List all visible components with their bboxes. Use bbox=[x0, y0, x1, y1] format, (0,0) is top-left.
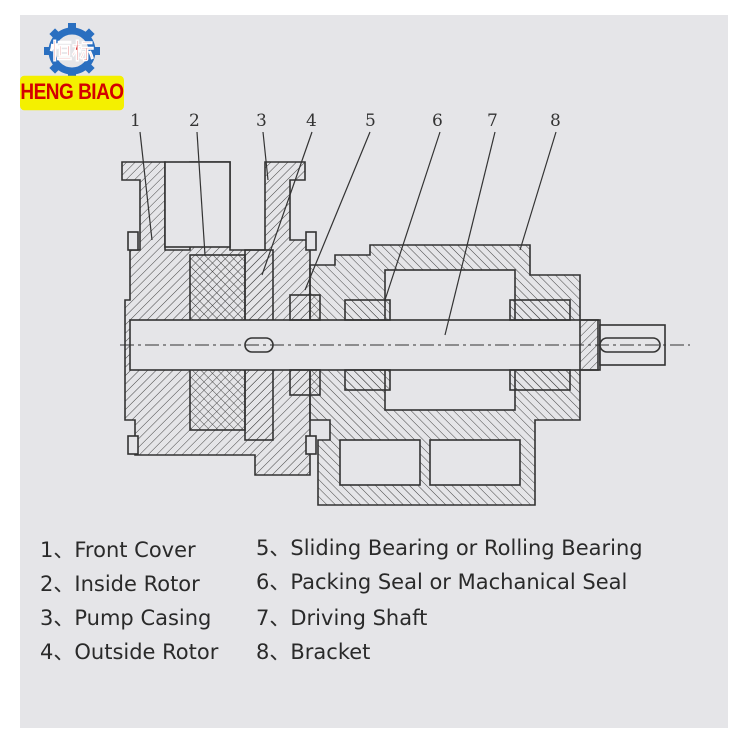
pump-cross-section-diagram: 1 2 3 4 5 6 7 8 bbox=[120, 111, 690, 506]
callout-1: 1 bbox=[130, 111, 141, 131]
callout-8: 8 bbox=[550, 111, 561, 131]
callout-2: 2 bbox=[189, 111, 200, 131]
legend-item-6: 6、Packing Seal or Machanical Seal bbox=[256, 570, 628, 594]
callout-5: 5 bbox=[365, 111, 376, 131]
legend-item-2: 2、Inside Rotor bbox=[40, 572, 200, 596]
brand-name: HENG BIAO bbox=[20, 75, 124, 111]
legend-item-7: 7、Driving Shaft bbox=[256, 606, 428, 630]
legend-item-4: 4、Outside Rotor bbox=[40, 640, 219, 664]
logo-chinese-text: 恒标 bbox=[50, 39, 94, 65]
bearing bbox=[289, 294, 321, 321]
gear-icon: 恒标 bbox=[44, 23, 100, 79]
callout-3: 3 bbox=[256, 111, 267, 131]
callout-labels: 1 2 3 4 5 6 7 8 bbox=[130, 111, 561, 131]
legend-item-1: 1、Front Cover bbox=[40, 538, 196, 562]
legend-item-8: 8、Bracket bbox=[256, 640, 371, 664]
legend-item-5: 5、Sliding Bearing or Rolling Bearing bbox=[256, 536, 643, 560]
packing-seal bbox=[344, 299, 391, 321]
legend-item-3: 3、Pump Casing bbox=[40, 606, 212, 630]
leader-lines bbox=[139, 131, 557, 336]
callout-4: 4 bbox=[306, 111, 317, 131]
callout-6: 6 bbox=[432, 111, 443, 131]
inlet-port bbox=[164, 161, 231, 248]
callout-7: 7 bbox=[487, 111, 498, 131]
company-logo: 恒标 bbox=[44, 23, 100, 79]
